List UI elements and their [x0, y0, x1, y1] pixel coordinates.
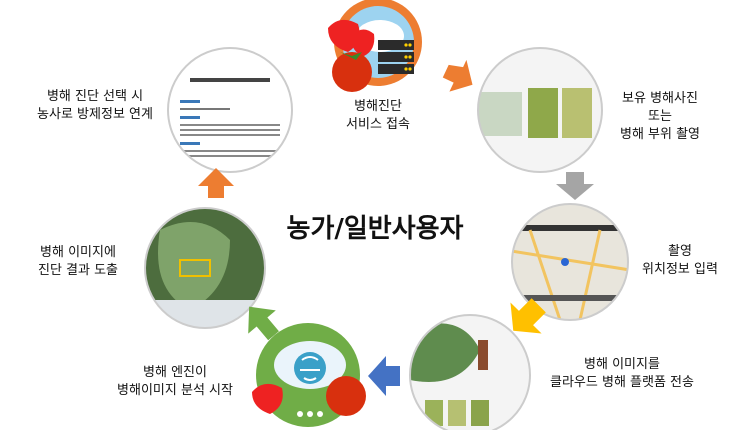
- step-label-line: 병해 이미지를: [584, 357, 660, 372]
- step-label-line: 농사로 방제정보 연계: [37, 107, 153, 122]
- control-info-document: [168, 48, 292, 172]
- step-label-line: 클라우드 병해 플랫폼 전송: [550, 375, 694, 390]
- cloud-server-icon: [328, 0, 422, 92]
- photo-upload-screenshot: [478, 48, 602, 172]
- step-label-line: 촬영: [668, 244, 692, 259]
- arrow-orange-up: [198, 168, 234, 198]
- map-location-screenshot: [512, 204, 628, 320]
- step-label-line: 진단 결과 도출: [37, 263, 119, 278]
- step-cloud-upload: 병해 이미지를 클라우드 병해 플랫폼 전송: [550, 356, 694, 392]
- step-label-line: 병해 부위 촬영: [619, 127, 701, 142]
- arrow-yellow-down-left: [510, 298, 546, 334]
- step-service-access: 병해진단 서비스 접속: [346, 98, 410, 134]
- step-label-line: 또는: [648, 109, 672, 124]
- leaf-upload-screenshot: [410, 315, 530, 430]
- step-label-line: 병해 진단 선택 시: [46, 89, 144, 104]
- step-diagnosis-result: 병해 이미지에 진단 결과 도출: [38, 244, 118, 280]
- step-control-info: 병해 진단 선택 시 농사로 방제정보 연계: [37, 88, 153, 124]
- step-engine-analysis: 병해 엔진이 병해이미지 분석 시작: [117, 364, 233, 400]
- step-label-line: 위치정보 입력: [642, 262, 718, 277]
- step-photo-capture: 보유 병해사진 또는 병해 부위 촬영: [620, 90, 700, 144]
- arrow-gray-down: [556, 172, 594, 200]
- arrow-orange-right: [442, 59, 473, 92]
- step-label-line: 병해 이미지에: [40, 245, 116, 260]
- arrow-blue-left: [368, 356, 400, 396]
- center-title: 농가/일반사용자: [286, 214, 464, 244]
- step-label-line: 병해이미지 분석 시작: [117, 383, 233, 398]
- step-label-line: 보유 병해사진: [622, 91, 698, 106]
- ai-brain-cloud-icon: [252, 323, 366, 427]
- step-label-line: 서비스 접속: [346, 117, 410, 132]
- step-label-line: 병해 엔진이: [143, 365, 207, 380]
- step-label-line: 병해진단: [354, 99, 402, 114]
- step-location-input: 촬영 위치정보 입력: [642, 243, 718, 279]
- arrow-green-up-left: [248, 306, 279, 341]
